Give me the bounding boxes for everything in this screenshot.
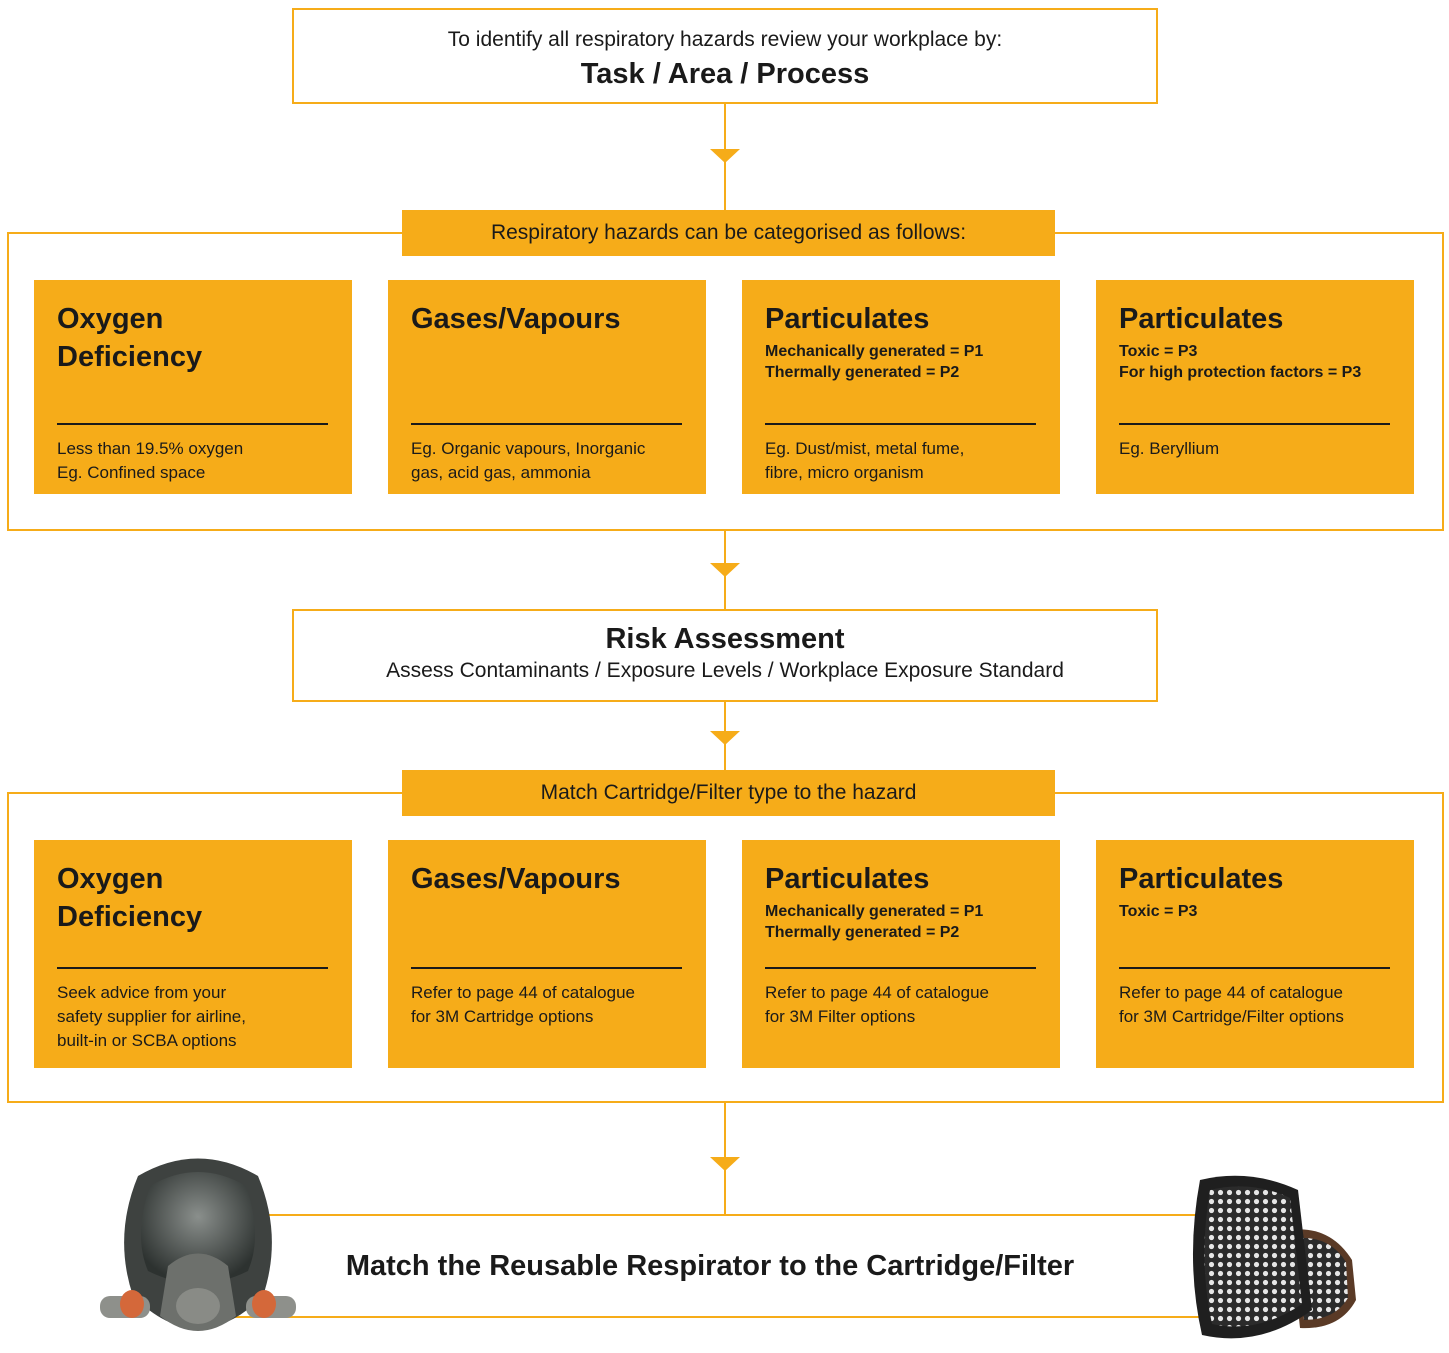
- category-description: Eg. Dust/mist, metal fume,fibre, micro o…: [765, 439, 965, 482]
- category-description: Eg. Beryllium: [1119, 439, 1220, 458]
- category-filter-class: Toxic = P3: [1119, 903, 1198, 920]
- risk-assessment-box: Risk Assessment Assess Contaminants / Ex…: [292, 609, 1158, 702]
- divider: [1119, 967, 1390, 969]
- final-respirator-box: Match the Reusable Respirator to the Car…: [230, 1214, 1230, 1318]
- divider: [411, 423, 682, 425]
- down-arrow-icon: [710, 1157, 740, 1171]
- category-title: Particulates: [1119, 863, 1284, 895]
- category-title: Gases/Vapours: [411, 863, 621, 895]
- down-arrow-icon: [710, 563, 740, 577]
- risk-assessment-subtitle: Assess Contaminants / Exposure Levels / …: [386, 659, 1064, 682]
- down-arrow-icon: [710, 731, 740, 745]
- divider: [1119, 423, 1390, 425]
- workplace-review-heading: Task / Area / Process: [580, 58, 870, 90]
- workplace-review-box: To identify all respiratory hazards revi…: [292, 8, 1158, 104]
- match-filter-tag: Match Cartridge/Filter type to the hazar…: [402, 770, 1055, 816]
- category-title: Particulates: [765, 303, 930, 335]
- divider: [57, 423, 328, 425]
- category-title: Oxygen Deficiency: [57, 863, 203, 933]
- category-title: Particulates: [765, 863, 930, 895]
- filter-cartridges-image: [1192, 1175, 1356, 1339]
- final-respirator-text: Match the Reusable Respirator to the Car…: [345, 1250, 1075, 1282]
- divider: [57, 967, 328, 969]
- divider: [411, 967, 682, 969]
- hazard-categories-tag: Respiratory hazards can be categorised a…: [402, 210, 1055, 256]
- divider: [765, 967, 1036, 969]
- category-title: Oxygen Deficiency: [57, 303, 203, 373]
- category-title: Particulates: [1119, 303, 1284, 335]
- respirator-mask-image: [100, 1158, 296, 1331]
- divider: [765, 423, 1036, 425]
- down-arrow-icon: [710, 149, 740, 163]
- workplace-review-text: To identify all respiratory hazards revi…: [447, 28, 1003, 51]
- risk-assessment-title: Risk Assessment: [605, 623, 845, 655]
- category-title: Gases/Vapours: [411, 303, 621, 335]
